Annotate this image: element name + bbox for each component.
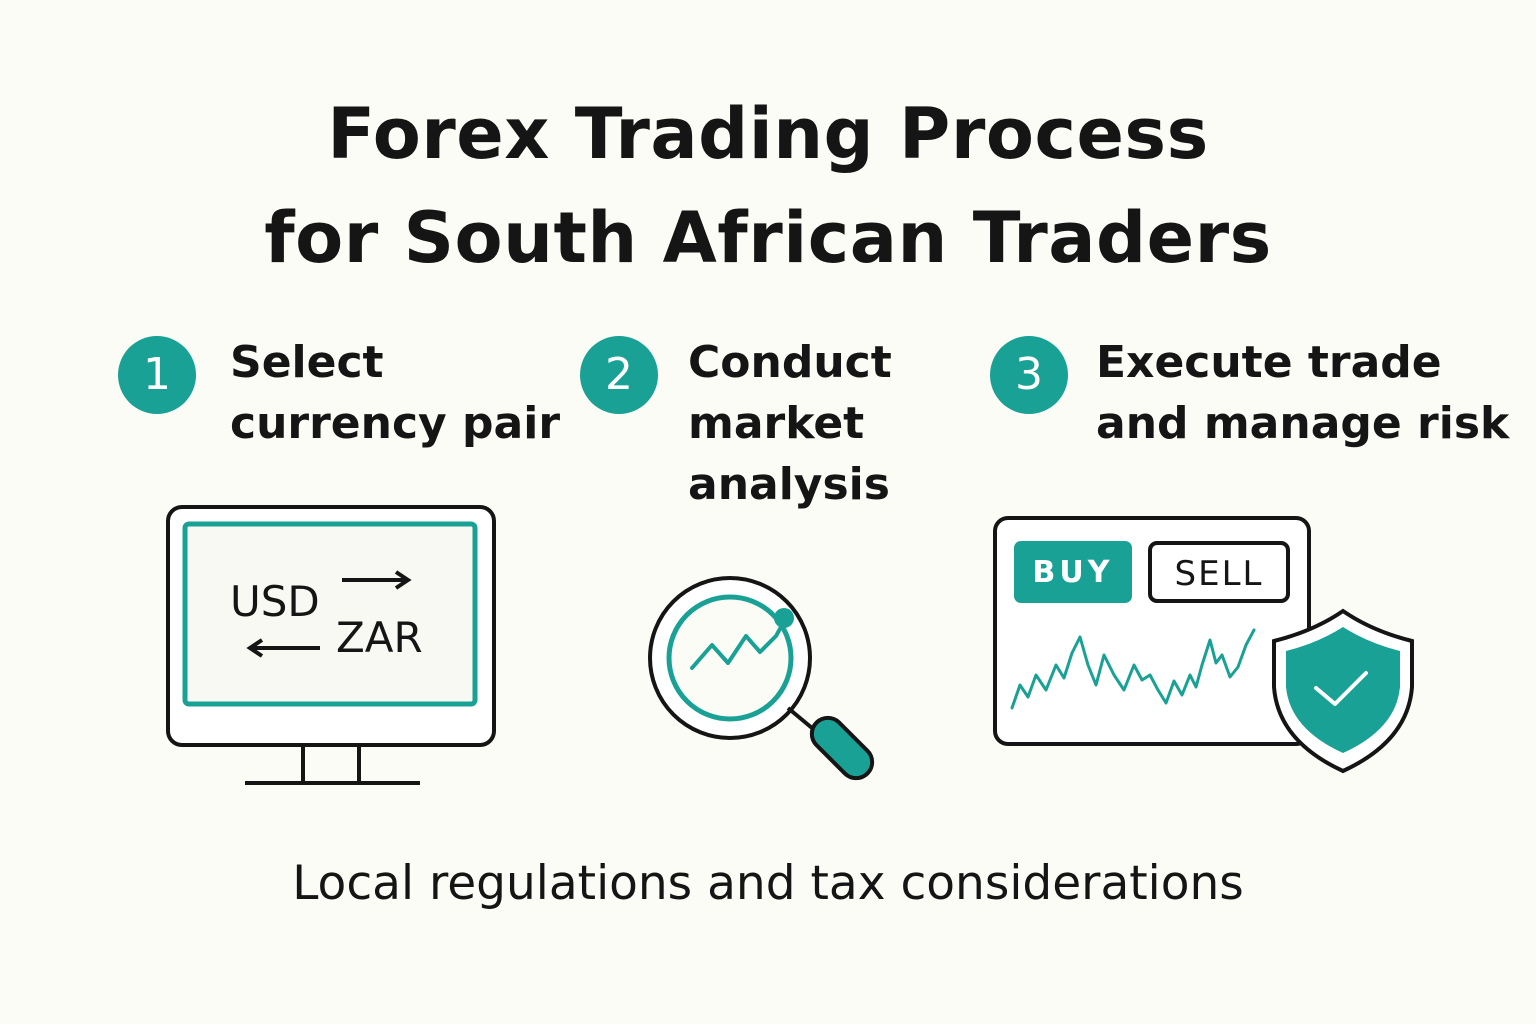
price-line bbox=[1010, 628, 1256, 710]
computer-monitor-icon: USD ZAR bbox=[166, 505, 496, 785]
step-1-badge: 1 bbox=[118, 336, 196, 414]
step-2-label: Conduct market analysis bbox=[688, 332, 892, 515]
arrow-left-icon bbox=[246, 638, 320, 658]
magnifying-glass-chart-icon bbox=[648, 576, 875, 781]
step-2-label-line-1: Conduct bbox=[688, 337, 892, 388]
step-1-label-line-2: currency pair bbox=[230, 398, 561, 449]
buy-button-label: BUY bbox=[1033, 555, 1114, 590]
step-2-badge: 2 bbox=[580, 336, 658, 414]
sell-button[interactable] bbox=[1148, 541, 1290, 603]
magnifier-handle bbox=[809, 715, 875, 781]
footer-note: Local regulations and tax considerations bbox=[292, 856, 1244, 911]
title-line-1: Forex Trading Process bbox=[327, 93, 1209, 175]
step-3-badge: 3 bbox=[990, 336, 1068, 414]
step-2-label-line-2: market bbox=[688, 398, 865, 449]
page-title: Forex Trading Process for South African … bbox=[0, 82, 1536, 290]
step-1-label: Select currency pair bbox=[230, 332, 560, 454]
step-3-label-line-1: Execute trade bbox=[1096, 337, 1442, 388]
sell-button-label: SELL bbox=[1175, 554, 1264, 594]
trade-panel-icon: BUY SELL bbox=[993, 516, 1414, 774]
step-3-label-line-2: and manage risk bbox=[1096, 398, 1510, 449]
quote-currency-label: ZAR bbox=[336, 613, 423, 662]
arrow-right-icon bbox=[342, 570, 412, 590]
trend-point bbox=[774, 608, 794, 628]
title-line-2: for South African Traders bbox=[264, 197, 1272, 279]
step-3-label: Execute trade and manage risk bbox=[1096, 332, 1509, 454]
shield-check-icon bbox=[1272, 608, 1414, 774]
step-1-label-line-1: Select bbox=[230, 337, 384, 388]
base-currency-label: USD bbox=[230, 577, 320, 626]
buy-button[interactable] bbox=[1014, 541, 1132, 603]
trend-line bbox=[690, 616, 788, 670]
step-2-label-line-3: analysis bbox=[688, 459, 890, 510]
